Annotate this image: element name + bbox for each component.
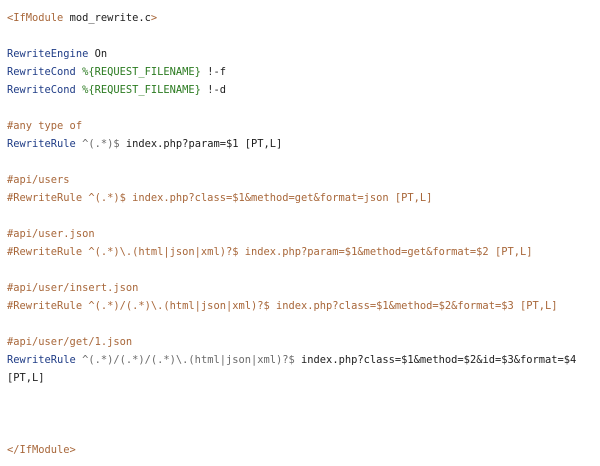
code-token-tag: </IfModule> bbox=[7, 444, 76, 456]
code-line: RewriteCond %{REQUEST_FILENAME} !-f bbox=[7, 63, 595, 81]
code-line bbox=[7, 423, 595, 441]
code-line: #api/user.json bbox=[7, 225, 595, 243]
code-token-comment: #api/user/get/1.json bbox=[7, 336, 133, 348]
code-token-kw: RewriteEngine bbox=[7, 48, 89, 60]
code-token-str: %{REQUEST_FILENAME} bbox=[75, 84, 201, 96]
code-line bbox=[7, 387, 595, 405]
code-token-plain: [PT,L] bbox=[7, 372, 45, 384]
code-line bbox=[7, 153, 595, 171]
code-line: #RewriteRule ^(.*)\.(html|json|xml)?$ in… bbox=[7, 243, 595, 261]
code-line: RewriteEngine On bbox=[7, 45, 595, 63]
code-line: #api/user/insert.json bbox=[7, 279, 595, 297]
code-token-kw: RewriteRule bbox=[7, 354, 76, 366]
code-line bbox=[7, 315, 595, 333]
code-token-kw: RewriteCond bbox=[7, 66, 76, 78]
code-line: #api/user/get/1.json bbox=[7, 333, 595, 351]
code-line: RewriteCond %{REQUEST_FILENAME} !-d bbox=[7, 81, 595, 99]
code-token-str: %{REQUEST_FILENAME} bbox=[75, 66, 201, 78]
code-line: #api/users bbox=[7, 171, 595, 189]
code-line bbox=[7, 405, 595, 423]
code-token-plain: !-f bbox=[200, 66, 226, 78]
code-line: [PT,L] bbox=[7, 369, 595, 387]
code-token-comment: #api/users bbox=[7, 174, 70, 186]
code-token-comment: #RewriteRule ^(.*)/(.*)\.(html|json|xml)… bbox=[7, 300, 558, 312]
code-line: RewriteRule ^(.*)/(.*)/(.*)\.(html|json|… bbox=[7, 351, 595, 369]
code-token-comment: #api/user/insert.json bbox=[7, 282, 139, 294]
code-token-op: ^(.*)$ bbox=[75, 138, 120, 150]
code-token-plain: index.php?class=$1&method=$2&id=$3&forma… bbox=[294, 354, 577, 366]
code-line: #any type of bbox=[7, 117, 595, 135]
code-line bbox=[7, 207, 595, 225]
code-token-plain: index.php?param=$1 [PT,L] bbox=[119, 138, 283, 150]
code-line bbox=[7, 27, 595, 45]
code-line: #RewriteRule ^(.*)$ index.php?class=$1&m… bbox=[7, 189, 595, 207]
code-token-tag: <IfModule bbox=[7, 12, 64, 24]
code-token-comment: #RewriteRule ^(.*)$ index.php?class=$1&m… bbox=[7, 192, 433, 204]
code-token-plain: mod_rewrite.c bbox=[63, 12, 151, 24]
code-line bbox=[7, 99, 595, 117]
code-token-plain: !-d bbox=[200, 84, 226, 96]
code-token-kw: RewriteCond bbox=[7, 84, 76, 96]
code-token-comment: #api/user.json bbox=[7, 228, 95, 240]
code-token-plain: On bbox=[88, 48, 108, 60]
code-line: <IfModule mod_rewrite.c> bbox=[7, 9, 595, 27]
code-line: </IfModule> bbox=[7, 441, 595, 459]
code-token-kw: RewriteRule bbox=[7, 138, 76, 150]
code-token-tag: > bbox=[150, 12, 158, 24]
code-token-op: ^(.*)/(.*)/(.*)\.(html|json|xml)?$ bbox=[75, 354, 295, 366]
code-token-comment: #any type of bbox=[7, 120, 83, 132]
code-line: #RewriteRule ^(.*)/(.*)\.(html|json|xml)… bbox=[7, 297, 595, 315]
code-line bbox=[7, 261, 595, 279]
code-editor[interactable]: <IfModule mod_rewrite.c> RewriteEngine O… bbox=[7, 9, 595, 459]
code-line: RewriteRule ^(.*)$ index.php?param=$1 [P… bbox=[7, 135, 595, 153]
code-token-comment: #RewriteRule ^(.*)\.(html|json|xml)?$ in… bbox=[7, 246, 533, 258]
